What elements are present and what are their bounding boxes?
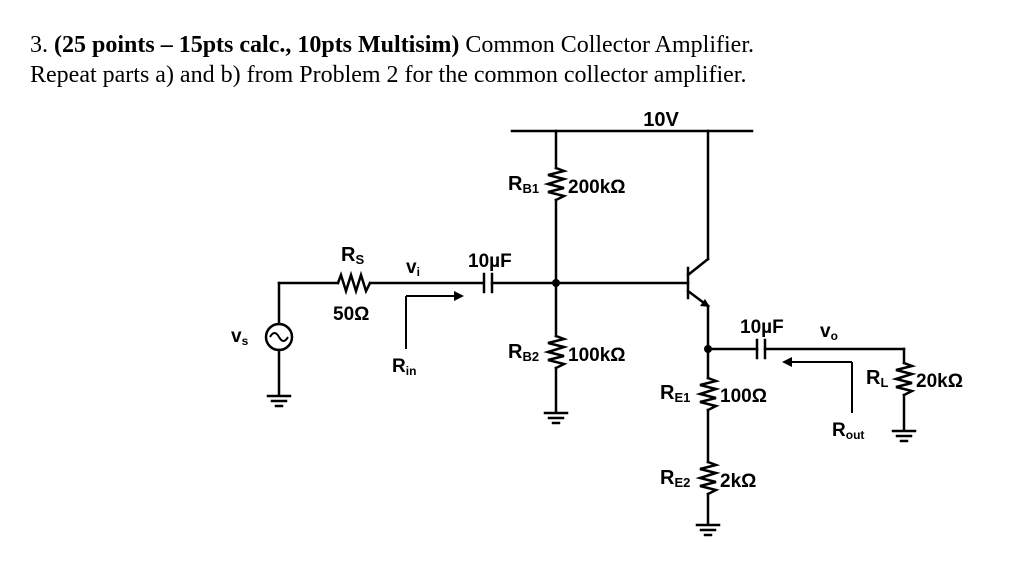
npn-transistor [686,129,710,380]
re2-resistor [695,460,721,496]
ground-symbol-rl [891,429,917,443]
ground-symbol-source [266,394,292,408]
rs-resistor [336,270,372,296]
re1-value: 100Ω [720,386,767,407]
ground-symbol-rb2 [543,411,569,425]
base-node [552,279,560,287]
problem-points: (25 points – 15pts calc., 10pts Multisim… [54,32,460,58]
output-wires [706,347,906,432]
rb2-resistor [543,334,569,370]
rs-value: 50Ω [333,304,369,325]
output-capacitor [755,338,767,360]
rb1-value: 200kΩ [568,177,626,198]
rout-label: Rout [832,420,864,442]
problem-number: 3. [30,32,48,58]
vi-label: vi [406,257,420,279]
problem-statement: 3. (25 points – 15pts calc., 10pts Multi… [30,30,1000,90]
rb2-value: 100kΩ [568,345,626,366]
problem-heading: 3. (25 points – 15pts calc., 10pts Multi… [30,30,1000,60]
rb1-resistor [543,166,569,202]
rs-label: RS [341,244,364,267]
base-wires [490,129,690,414]
source-wires [277,281,485,397]
re1-resistor [695,376,721,412]
rl-resistor [891,361,917,397]
cout-value: 10µF [740,317,784,338]
ground-symbol-re2 [695,523,721,537]
supply-label: 10V [643,109,679,131]
rin-arrow [405,291,464,349]
re2-label: RE2 [660,467,690,490]
cin-value: 10µF [468,251,512,272]
problem-instruction: Repeat parts a) and b) from Problem 2 fo… [30,62,747,88]
problem-title: Common Collector Amplifier. [465,32,754,58]
vo-label: vo [820,321,838,343]
rb2-label: RB2 [508,341,539,364]
re2-value: 2kΩ [720,471,756,492]
rl-label: RL [866,367,888,390]
voltage-source [264,322,294,352]
vs-label: vs [231,326,249,348]
rb1-label: RB1 [508,173,539,196]
re1-label: RE1 [660,382,690,405]
rl-value: 20kΩ [916,371,963,392]
rout-arrow [782,357,853,413]
rin-label: Rin [392,356,416,378]
